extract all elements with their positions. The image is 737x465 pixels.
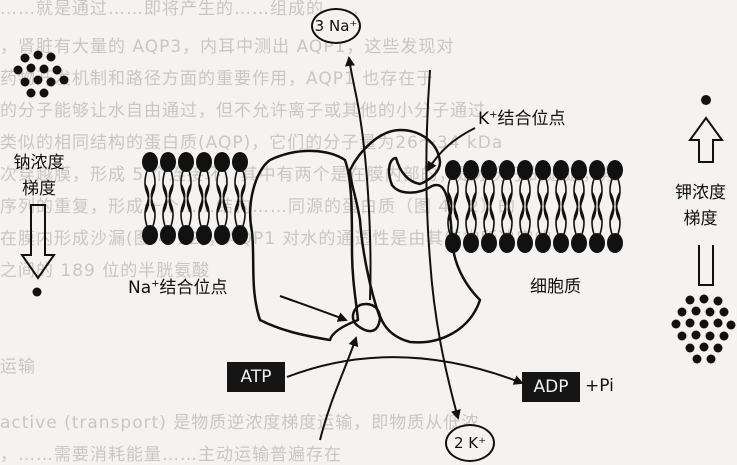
phosphate-label: +Pi [585, 376, 614, 396]
lipid-tails [574, 179, 584, 234]
atp-to-adp-arrow [287, 357, 522, 383]
lipid-head [463, 233, 479, 253]
lipid-tails [466, 179, 476, 234]
potassium-gradient-arrow [690, 118, 722, 162]
lipid-tails [181, 171, 191, 226]
lipid-head [160, 152, 176, 172]
lipid-tails [235, 171, 245, 226]
potassium-gradient-arrow-lower [699, 245, 713, 285]
sodium-ion-label: Na⁺ [329, 17, 357, 35]
lipid-head [535, 160, 551, 180]
lipid-head [232, 152, 248, 172]
lipid-tails [556, 179, 566, 234]
lipid-head [517, 233, 533, 253]
lipid-head [499, 233, 515, 253]
atp-box: ATP [227, 362, 285, 392]
lipid-head [214, 225, 230, 245]
lipid-head [178, 225, 194, 245]
na-binding-site-label: Na+结合位点 [128, 273, 228, 298]
k-binding-site-prefix: K [478, 109, 489, 129]
lipid-head [553, 160, 569, 180]
cytoplasm-label: 细胞质 [530, 272, 581, 297]
lipid-tails [610, 179, 620, 234]
k-binding-site-superscript: + [489, 109, 497, 120]
sodium-dot-inside [33, 288, 42, 297]
lipid-head [571, 233, 587, 253]
lipid-head [481, 233, 497, 253]
sodium-gradient-arrow [22, 205, 54, 278]
lipid-head [214, 152, 230, 172]
lipid-head [607, 233, 623, 253]
lipid-head [607, 160, 623, 180]
lipid-tails [145, 171, 155, 226]
potassium-dots-cluster [672, 295, 736, 364]
adp-box: ADP [522, 372, 580, 402]
sodium-dots-cluster [14, 51, 69, 98]
lipid-head [463, 160, 479, 180]
sodium-gradient-label: 钠浓度 梯度 [6, 150, 72, 202]
na-binding-site-prefix: Na [128, 278, 151, 298]
lipid-tails [520, 179, 530, 234]
potassium-dot-outside [701, 95, 711, 105]
lipid-tails [502, 179, 512, 234]
potassium-gradient-label: 钾浓度 梯度 [664, 180, 737, 232]
lipid-head [517, 160, 533, 180]
sodium-uptake-arrow [320, 338, 356, 440]
k-binding-site-label: K+结合位点 [478, 104, 566, 129]
lipid-tails [592, 179, 602, 234]
sodium-count: 3 [315, 17, 325, 35]
k-binding-site-text: 结合位点 [498, 109, 566, 129]
lipid-head [445, 160, 461, 180]
lipid-head [589, 233, 605, 253]
lipid-head [142, 225, 158, 245]
lipid-head [535, 233, 551, 253]
lipid-bilayer-right [445, 160, 623, 253]
lipid-tails [484, 179, 494, 234]
lipid-head [232, 225, 248, 245]
potassium-count: 2 [454, 434, 464, 452]
lipid-head [142, 152, 158, 172]
lipid-tails [538, 179, 548, 234]
lipid-head [178, 152, 194, 172]
lipid-tails [199, 171, 209, 226]
lipid-head [196, 152, 212, 172]
lipid-tails [217, 171, 227, 226]
lipid-head [160, 225, 176, 245]
na-binding-site-pointer [280, 296, 346, 320]
potassium-ion-label: K⁺ [468, 434, 486, 452]
pump-protein [250, 151, 358, 340]
na-binding-site-superscript: + [151, 278, 159, 289]
lipid-head [499, 160, 515, 180]
lipid-head [589, 160, 605, 180]
lipid-bilayer-left [142, 152, 248, 245]
lipid-head [196, 225, 212, 245]
lipid-head [571, 160, 587, 180]
potassium-ion-circle: 2 K⁺ [445, 424, 495, 462]
na-binding-site-text: 结合位点 [160, 278, 228, 298]
sodium-ion-circle: 3 Na⁺ [311, 8, 361, 44]
lipid-tails [163, 171, 173, 226]
lipid-head [481, 160, 497, 180]
lipid-head [553, 233, 569, 253]
